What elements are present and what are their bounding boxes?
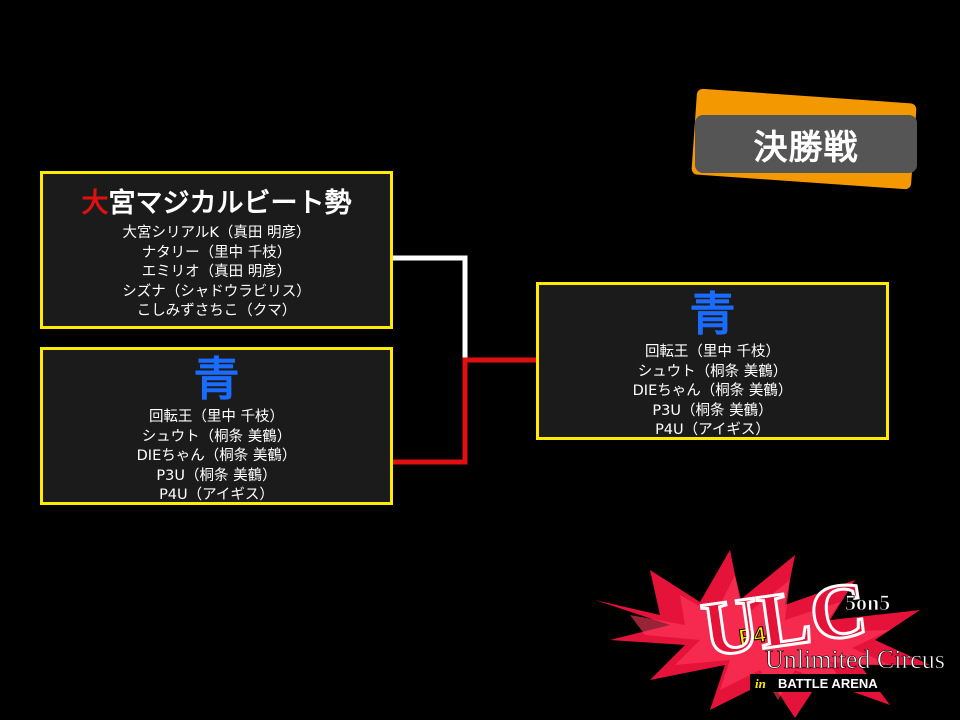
- logo-line2: BATTLE ARENA: [778, 676, 878, 691]
- member-list-ao: 回転王（里中 千枝） シュウト（桐条 美鶴） DIEちゃん（桐条 美鶴） P3U…: [137, 408, 297, 506]
- list-item: DIEちゃん（桐条 美鶴）: [632, 383, 793, 399]
- list-item: シュウト（桐条 美鶴）: [141, 428, 292, 445]
- page-title: 決勝戦: [695, 115, 917, 173]
- list-item: DIEちゃん（桐条 美鶴）: [136, 448, 297, 464]
- logo-sub: 5on5: [845, 590, 890, 615]
- list-item: P3U（桐条 美鶴）: [156, 467, 277, 484]
- list-item: 回転王（里中 千枝）: [644, 344, 781, 360]
- team-box-omiya: 大宮マジカルビート勢 大宮シリアルK（真田 明彦） ナタリー（里中 千枝） エミ…: [40, 171, 393, 329]
- winner-box: 青 回転王（里中 千枝） シュウト（桐条 美鶴） DIEちゃん（桐条 美鶴） P…: [536, 282, 889, 440]
- list-item: 回転王（里中 千枝）: [148, 409, 285, 425]
- ulc-logo: P4U ULC 5on5 Unlimited Circus in BATTLE …: [595, 550, 945, 718]
- member-list-winner: 回転王（里中 千枝） シュウト（桐条 美鶴） DIEちゃん（桐条 美鶴） P3U…: [633, 343, 793, 441]
- member-list-omiya: 大宮シリアルK（真田 明彦） ナタリー（里中 千枝） エミリオ（真田 明彦） シ…: [122, 224, 311, 322]
- bracket-line-team-a: [393, 255, 468, 360]
- bracket-line-team-b: [393, 357, 538, 465]
- list-item: シュウト（桐条 美鶴）: [637, 363, 788, 380]
- logo-line1: Unlimited Circus: [765, 645, 945, 674]
- list-item: こしみずさちこ（クマ）: [136, 303, 297, 319]
- list-item: エミリオ（真田 明彦）: [141, 264, 292, 280]
- list-item: P3U（桐条 美鶴）: [652, 402, 773, 419]
- team-name-omiya: 大宮マジカルビート勢: [82, 188, 352, 220]
- team-box-ao: 青 回転王（里中 千枝） シュウト（桐条 美鶴） DIEちゃん（桐条 美鶴） P…: [40, 347, 393, 505]
- team-name-rest: 宮マジカルビート勢: [108, 188, 352, 219]
- list-item: P4U（アイギス）: [655, 422, 770, 438]
- logo-main: ULC: [697, 564, 872, 673]
- list-item: ナタリー（里中 千枝）: [141, 244, 292, 261]
- list-item: 大宮シリアルK（真田 明彦）: [122, 225, 311, 241]
- list-item: P4U（アイギス）: [159, 487, 274, 503]
- team-name-ao: 青: [193, 352, 240, 406]
- list-item: シズナ（シャドウラビリス）: [122, 283, 311, 300]
- logo-bar: [750, 674, 930, 692]
- logo-line2-in: in: [755, 676, 766, 691]
- winner-team-name: 青: [689, 287, 736, 341]
- team-name-first-char: 大: [81, 188, 109, 219]
